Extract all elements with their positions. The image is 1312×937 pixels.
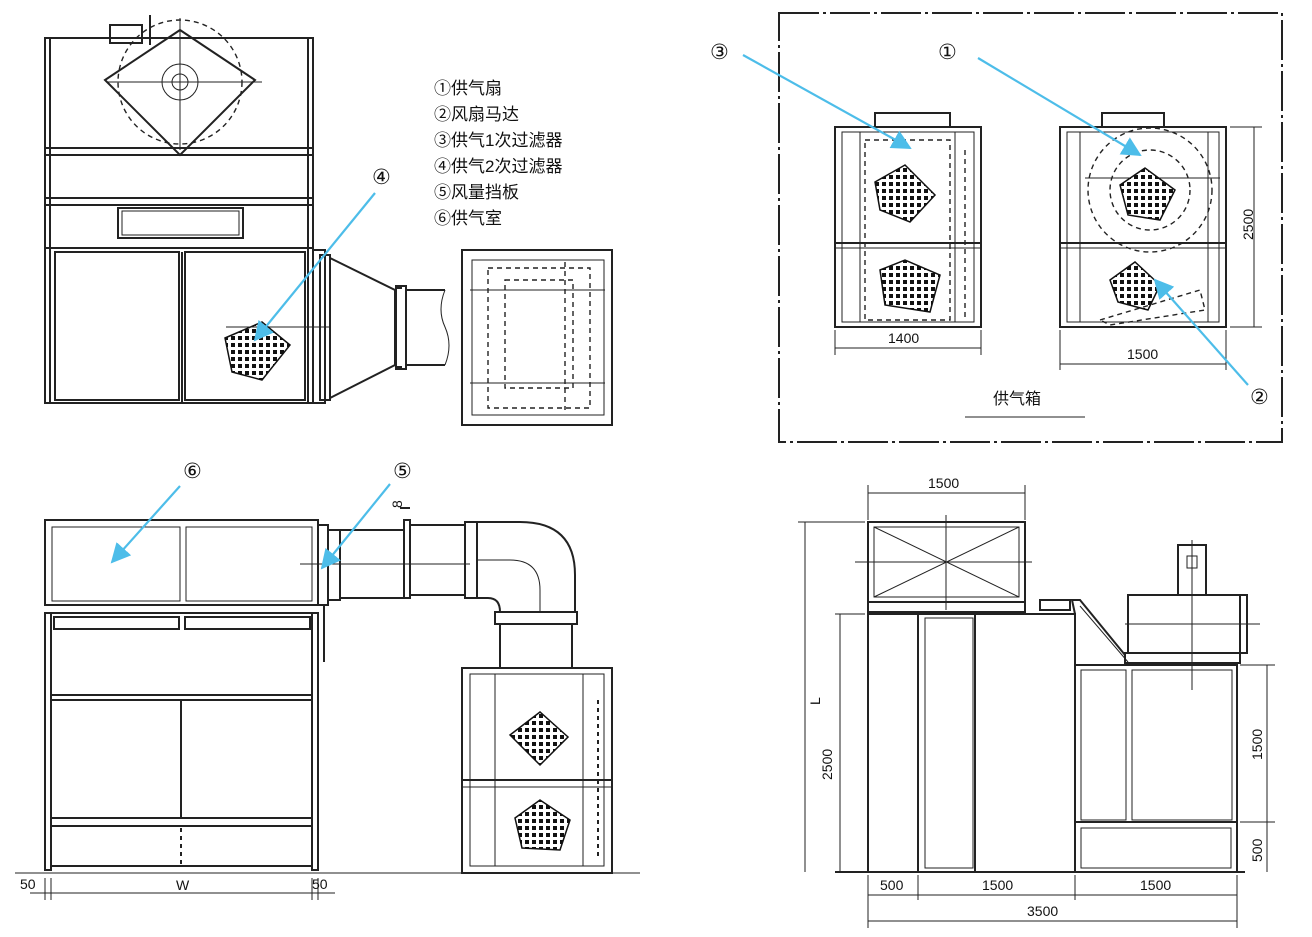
dim-side-bottom-b: 1500 (982, 877, 1013, 893)
damper-mark: 8 (389, 500, 405, 508)
callout-1: ① (938, 41, 957, 64)
callout-4-arrow (253, 192, 376, 342)
dim-side-height-var: L (807, 697, 823, 705)
dim-front-left-margin: 50 (20, 876, 36, 892)
callout-2-arrow (1153, 278, 1249, 386)
supply-box-frame: 1400 1500 2500 供气箱 (778, 12, 1283, 443)
legend-item: ③供气1次过滤器 (434, 131, 562, 150)
callout-5-arrow (320, 483, 391, 570)
dim-box-left-width: 1400 (888, 330, 919, 346)
callout-5: ⑤ (393, 460, 412, 483)
front-elevation-top (44, 15, 613, 426)
legend-item: ④供气2次过滤器 (434, 157, 562, 176)
dim-front-width: W (176, 877, 190, 893)
legend-item: ⑤风量挡板 (434, 183, 519, 202)
callout-1-arrow (977, 57, 1142, 157)
dim-side-bottom-a: 500 (880, 877, 904, 893)
callout-6-arrow (110, 485, 181, 564)
component-legend: ①供气扇 ②风扇马达 ③供气1次过滤器 ④供气2次过滤器 ⑤风量挡板 ⑥供气室 (434, 79, 562, 228)
dim-side-right-lower: 500 (1249, 838, 1265, 862)
legend-item: ②风扇马达 (434, 105, 519, 124)
dim-box-height: 2500 (1240, 209, 1256, 240)
callout-3: ③ (710, 41, 729, 64)
dim-front-right-margin: 50 (312, 876, 328, 892)
dim-side-total: 3500 (1027, 903, 1058, 919)
callout-2: ② (1250, 386, 1269, 409)
dim-side-top-width: 1500 (928, 475, 959, 491)
side-elevation: 1500 L 2500 1500 500 500 1500 1500 3500 (798, 475, 1275, 928)
dim-side-bottom-c: 1500 (1140, 877, 1171, 893)
legend-item: ①供气扇 (434, 79, 502, 98)
callout-3-arrow (742, 54, 912, 149)
dim-side-left-height: 2500 (819, 749, 835, 780)
callout-4: ④ (372, 166, 391, 189)
callout-6: ⑥ (183, 460, 202, 483)
legend-item: ⑥供气室 (434, 209, 502, 228)
supply-box-title: 供气箱 (993, 390, 1041, 408)
dim-side-right-upper: 1500 (1249, 729, 1265, 760)
dim-box-right-width: 1500 (1127, 346, 1158, 362)
